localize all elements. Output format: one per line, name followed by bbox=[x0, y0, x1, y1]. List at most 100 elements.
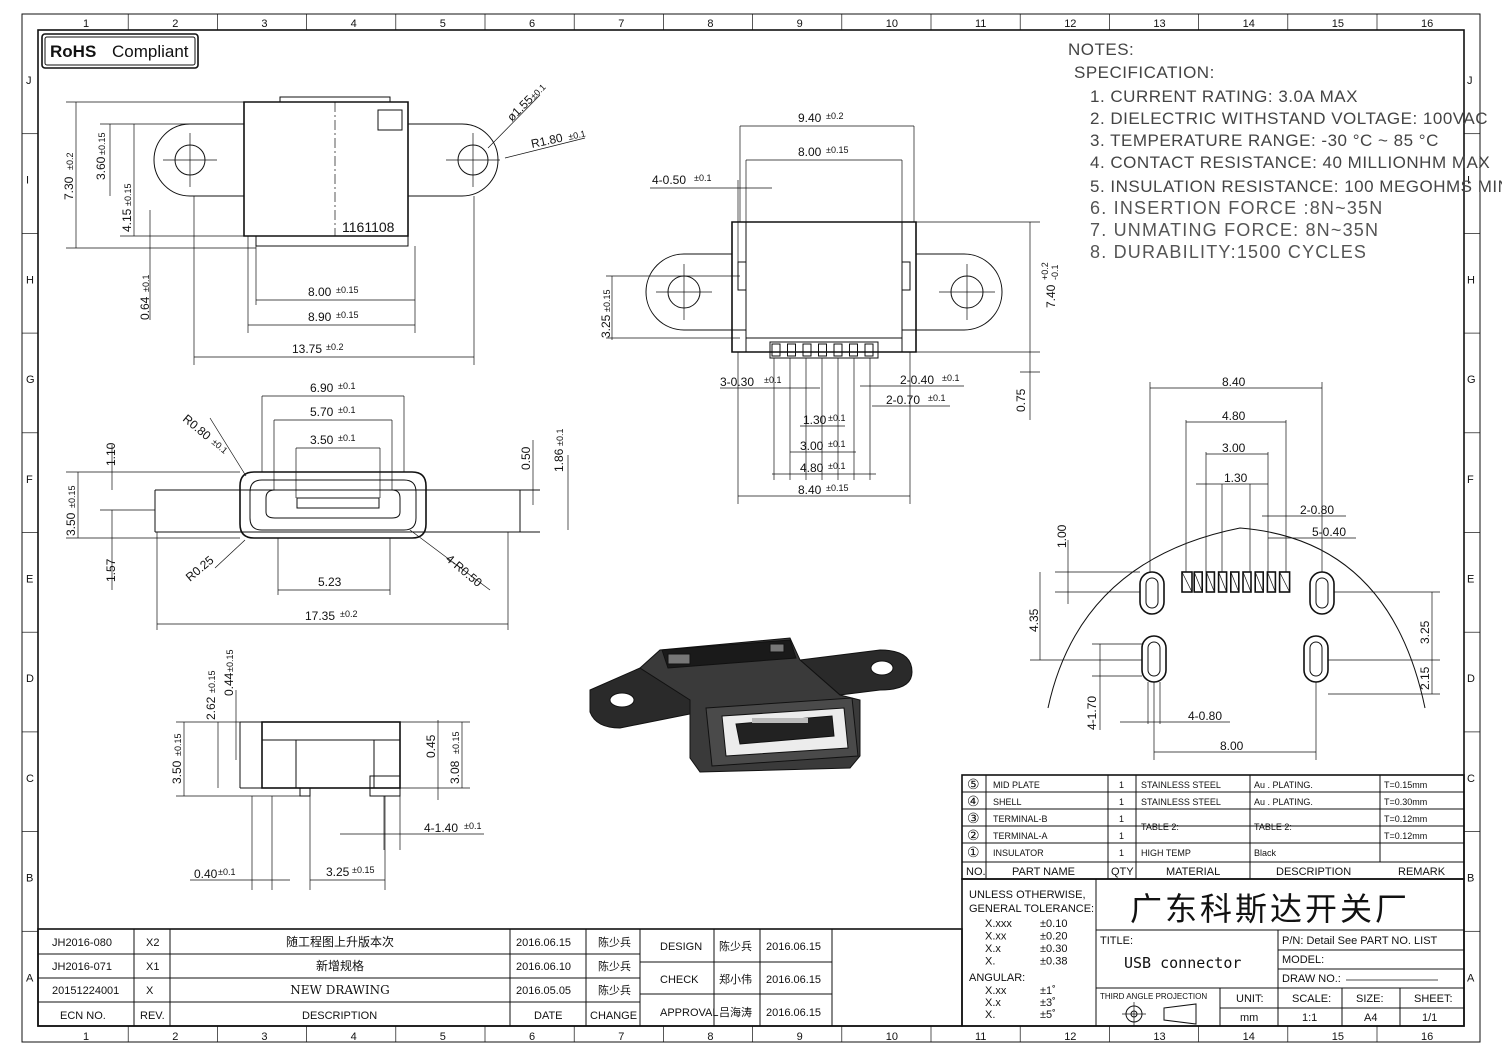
dim-0-40: 0.40 bbox=[194, 867, 218, 881]
rev-change: 陈少兵 bbox=[598, 935, 631, 949]
bom-header-part: PART NAME bbox=[1012, 866, 1075, 878]
pcb-pad bbox=[1266, 571, 1277, 593]
dim-0-75: 0.75 bbox=[1014, 388, 1028, 412]
sign-role: DESIGN bbox=[660, 941, 702, 953]
dim-8-90: 8.90 bbox=[308, 310, 332, 324]
back-pin bbox=[833, 343, 843, 357]
bom-remark: T=0.30mm bbox=[1384, 797, 1427, 807]
dim-6-90: 6.90 bbox=[310, 381, 334, 395]
bom-part: MID PLATE bbox=[993, 780, 1040, 790]
sign-date: 2016.06.15 bbox=[766, 941, 821, 953]
tol-4-80-back: ±0.1 bbox=[828, 461, 845, 471]
top-view: 1161108 7.30 ±0.2 3.60 ±0.15 4.15 ±0.15 … bbox=[62, 82, 586, 365]
grid-col-top-1: 1 bbox=[83, 18, 89, 30]
bom-table2-desc: TABLE 2: bbox=[1254, 822, 1292, 832]
dim-pcb-4-1-70: 4-1.70 bbox=[1085, 696, 1099, 730]
bom-part: INSULATOR bbox=[993, 848, 1044, 858]
grid-column-labels: 1122334455667788991010111112121313141415… bbox=[83, 14, 1433, 1043]
dim-2-62: 2.62 bbox=[204, 696, 218, 720]
rohs-badge: RoHS Compliant bbox=[41, 33, 199, 69]
bom-no: ⑤ bbox=[967, 776, 980, 792]
grid-col-bottom-11: 11 bbox=[975, 1031, 986, 1043]
tol-3-25-back: ±0.15 bbox=[602, 290, 612, 312]
notes-spec: SPECIFICATION: bbox=[1074, 63, 1215, 82]
grid-row-right-A: A bbox=[1467, 972, 1475, 984]
grid-col-top-7: 7 bbox=[618, 18, 624, 30]
unit-value: mm bbox=[1240, 1012, 1258, 1024]
rev-date: 2016.05.05 bbox=[516, 985, 571, 997]
sign-name: 郑小伟 bbox=[719, 972, 752, 986]
dim-4-r0-50: 4-R0.50 bbox=[443, 552, 485, 590]
bom-no: ① bbox=[967, 844, 980, 860]
angular-title: ANGULAR: bbox=[969, 972, 1025, 984]
dim-r0-25: R0.25 bbox=[183, 553, 217, 585]
rev-desc: NEW DRAWING bbox=[290, 983, 389, 997]
bom-header-no: NO. bbox=[966, 866, 986, 878]
dim-3-25-back: 3.25 bbox=[599, 314, 613, 338]
dim-pcb-5-0-40: 5-0.40 bbox=[1312, 525, 1346, 539]
grid-col-bottom-5: 5 bbox=[440, 1031, 446, 1043]
bom-desc: Au . PLATING. bbox=[1254, 780, 1313, 790]
grid-col-bottom-12: 12 bbox=[1064, 1031, 1076, 1043]
grid-row-left-J: J bbox=[26, 75, 32, 87]
bom-qty: 1 bbox=[1119, 814, 1124, 824]
grid-row-right-G: G bbox=[1467, 374, 1476, 386]
dim-3-60: 3.60 bbox=[94, 156, 108, 180]
tol-key: X.xxx bbox=[985, 918, 1012, 930]
rev-ecn: JH2016-071 bbox=[52, 961, 112, 973]
tolerance-title-1: UNLESS OTHERWISE, bbox=[969, 889, 1086, 901]
grid-col-top-11: 11 bbox=[975, 18, 986, 30]
dim-17-35: 17.35 bbox=[305, 609, 335, 623]
dim-r0-80: R0.80 bbox=[180, 412, 214, 444]
unit-label: UNIT: bbox=[1236, 993, 1264, 1005]
ang-key: X.x bbox=[985, 997, 1001, 1009]
dim-4-1-40: 4-1.40 bbox=[424, 821, 458, 835]
back-view: 9.40 ±0.2 8.00 ±0.15 4-0.50 ±0.1 3.25 ±0… bbox=[599, 111, 1060, 504]
dim-5-70: 5.70 bbox=[310, 405, 334, 419]
rev-change: 陈少兵 bbox=[598, 959, 631, 973]
tol-r1-80: ±0.1 bbox=[567, 129, 586, 142]
tol-r0-80: ±0.1 bbox=[210, 437, 230, 456]
dim-8-40-back: 8.40 bbox=[798, 483, 822, 497]
sign-date: 2016.06.15 bbox=[766, 1007, 821, 1019]
bom-no: ② bbox=[967, 827, 980, 843]
ang-value: ±5˚ bbox=[1040, 1009, 1056, 1021]
grid-row-right-E: E bbox=[1467, 574, 1474, 586]
dim-pcb-1-00: 1.00 bbox=[1055, 524, 1069, 548]
tol-0-64: ±0.1 bbox=[141, 275, 151, 292]
sign-name: 陈少兵 bbox=[719, 939, 752, 953]
title-value: USB connector bbox=[1124, 954, 1241, 972]
grid-col-top-5: 5 bbox=[440, 18, 446, 30]
dim-7-40: 7.40 bbox=[1044, 284, 1058, 308]
bom-part: SHELL bbox=[993, 797, 1022, 807]
ang-value: ±3˚ bbox=[1040, 997, 1056, 1009]
back-pin bbox=[818, 343, 827, 357]
bom-remark: T=0.12mm bbox=[1384, 831, 1427, 841]
tol-3-60: ±0.15 bbox=[97, 133, 107, 155]
dim-3-0-30: 3-0.30 bbox=[720, 375, 754, 389]
pcb-pad bbox=[1193, 571, 1203, 593]
tol-8-00-back: ±0.15 bbox=[826, 145, 848, 155]
tol-5-70: ±0.1 bbox=[338, 405, 355, 415]
dim-4-80-back: 4.80 bbox=[800, 461, 824, 475]
front-view: 6.90 ±0.1 5.70 ±0.1 3.50 ±0.1 R0.80 ±0.1… bbox=[64, 381, 569, 630]
bom-qty: 1 bbox=[1119, 831, 1124, 841]
title-label: TITLE: bbox=[1100, 935, 1133, 947]
grid-col-bottom-3: 3 bbox=[261, 1031, 267, 1043]
tol-4-0-50: ±0.1 bbox=[694, 173, 711, 183]
dim-pcb-8-00: 8.00 bbox=[1220, 739, 1244, 753]
dim-pcb-3-25: 3.25 bbox=[1418, 620, 1432, 644]
rev-header-change: CHANGE bbox=[590, 1010, 637, 1022]
dim-1-30-back: 1.30 bbox=[803, 413, 827, 427]
back-pins bbox=[771, 343, 874, 357]
note-5: 5. INSULATION RESISTANCE: 100 MEGOHMS MI… bbox=[1090, 177, 1502, 196]
tol-3-00-back: ±0.1 bbox=[828, 439, 845, 449]
grid-row-right-I: I bbox=[1467, 175, 1470, 187]
tol-8-90: ±0.15 bbox=[336, 310, 358, 320]
grid-col-bottom-7: 7 bbox=[618, 1031, 624, 1043]
dim-2-0-70: 2-0.70 bbox=[886, 393, 920, 407]
ang-key: X.xx bbox=[985, 985, 1007, 997]
sheet-value: 1/1 bbox=[1422, 1012, 1437, 1024]
grid-col-bottom-16: 16 bbox=[1421, 1031, 1433, 1043]
